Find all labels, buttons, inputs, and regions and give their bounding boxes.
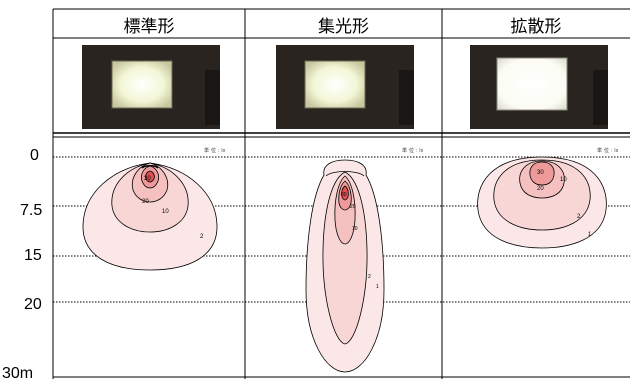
contour-standard-lamp [141, 165, 159, 169]
contours-diffuse: 30 20 10 2 1 [477, 156, 607, 249]
unit-label-standard: 単 位 : lx [204, 148, 226, 154]
header-diffuse-label: 拡散形 [510, 16, 562, 36]
header-standard-label: 標準形 [123, 16, 175, 36]
contour-focus-label-20: 20 [350, 204, 356, 210]
y-tick-30m: 30m [2, 365, 34, 382]
contour-diffuse-label-10: 10 [560, 177, 567, 183]
unit-label-focus: 単 位 : lx [402, 148, 424, 154]
header-focus: 集光形 [245, 12, 442, 36]
contour-focus-label-1: 1 [376, 284, 379, 290]
contour-focus-label-10: 10 [352, 226, 358, 232]
contour-label-2: 2 [200, 234, 204, 240]
y-tick-20: 20 [24, 296, 42, 313]
table-grid [52, 8, 630, 379]
led-panel-shape [304, 60, 366, 109]
lamp-bracket-shape [205, 70, 220, 125]
y-tick-0: 0 [30, 147, 39, 164]
diffuse-panel-shape [496, 57, 568, 111]
photo-focus [276, 45, 414, 129]
contour-label-20: 20 [142, 199, 149, 205]
contour-focus-2 [322, 171, 368, 345]
contours-standard: 30 20 10 2 [82, 162, 218, 271]
header-diffuse: 拡散形 [442, 12, 630, 36]
contour-diffuse-label-1: 1 [588, 232, 592, 238]
contour-focus-label-30: 30 [341, 192, 347, 198]
contour-diffuse-20 [529, 161, 555, 186]
lamp-bracket-shape [593, 70, 608, 125]
contour-label-10: 10 [162, 209, 169, 215]
header-standard: 標準形 [53, 12, 245, 36]
photo-diffuse [470, 45, 608, 129]
unit-label-diffuse: 単 位 : lx [597, 148, 619, 154]
contour-diffuse-label-30: 30 [537, 170, 544, 176]
contour-focus-label-2: 2 [368, 274, 371, 280]
led-panel-shape [111, 60, 173, 109]
lamp-bracket-shape [399, 70, 414, 125]
photo-standard [82, 45, 220, 129]
contour-label-30: 30 [144, 176, 151, 182]
contour-focus-core [341, 185, 349, 201]
contours-focus: 30 20 10 2 1 [305, 159, 385, 373]
contour-diffuse-label-2: 2 [577, 214, 581, 220]
contour-standard-core [145, 170, 155, 183]
contour-diffuse-label-20: 20 [537, 186, 544, 192]
contour-focus-lamp [325, 171, 365, 177]
y-tick-7-5: 7.5 [20, 202, 43, 219]
y-tick-15: 15 [24, 247, 42, 264]
header-focus-label: 集光形 [318, 16, 369, 36]
